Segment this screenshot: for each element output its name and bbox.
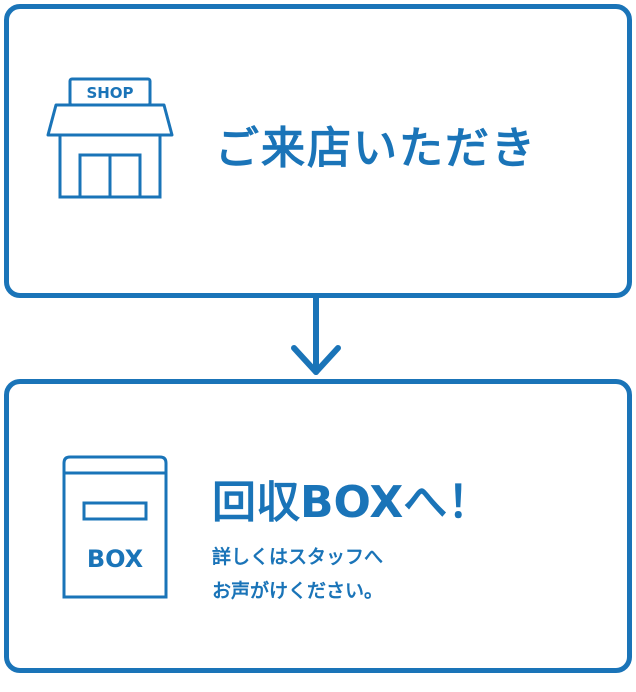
step2-description-line2: お声がけください。 (212, 580, 384, 602)
box-label-text: BOX (87, 545, 144, 573)
step2-description-line1: 詳しくはスタッフへ (212, 546, 384, 568)
step-card-collection-box (4, 379, 632, 673)
step2-description: 詳しくはスタッフへ お声がけください。 (212, 540, 383, 608)
arrow-down-icon (291, 296, 341, 375)
shop-sign-text: SHOP (86, 84, 133, 102)
shop-icon: SHOP (46, 77, 174, 199)
box-icon: BOX (62, 455, 168, 599)
step1-label: ご来店いただき (215, 123, 537, 174)
step2-title: 回収BOXへ！ (212, 477, 492, 528)
